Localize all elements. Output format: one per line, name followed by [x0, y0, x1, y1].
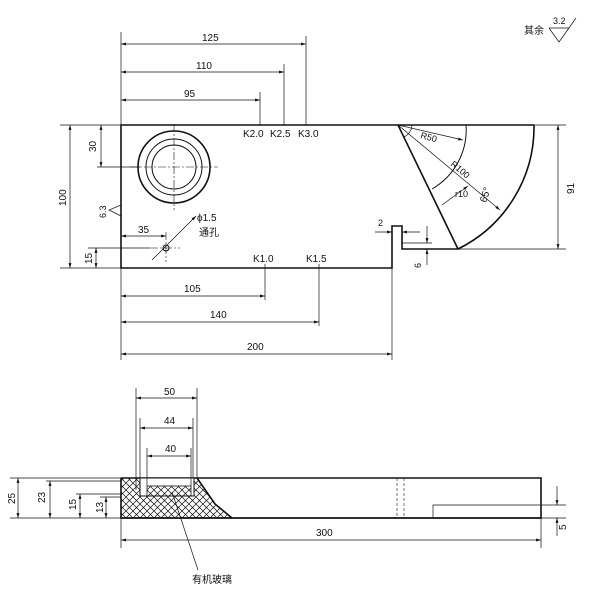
dim-44: 44 [164, 416, 176, 427]
dim-50: 50 [164, 387, 176, 398]
dim-15: 15 [84, 252, 95, 264]
r50-leader [397, 124, 464, 141]
side-notch [432, 504, 541, 518]
hole-diameter-label: ϕ1.5 [197, 213, 217, 224]
k30-label: K3.0 [298, 129, 319, 140]
roughness-symbol-icon [548, 17, 577, 43]
dim-300: 300 [316, 528, 333, 539]
dim-5: 5 [558, 524, 569, 530]
insert-glass [146, 485, 192, 497]
top-view: ϕ1.5 通孔 125 110 95 K2.0 K2.5 K3.0 100 30… [58, 32, 577, 360]
r10-leader [441, 185, 469, 206]
dim-91: 91 [566, 182, 577, 194]
hole-through-label: 通孔 [199, 227, 219, 239]
dim-110: 110 [196, 61, 212, 72]
block-outline [120, 124, 460, 269]
roughness-note: 其余 3.2 [524, 16, 577, 43]
dim-25: 25 [7, 492, 18, 504]
k15-label: K1.5 [306, 254, 327, 265]
dim-200: 200 [247, 342, 264, 353]
roughness-note-value: 3.2 [553, 16, 566, 26]
dim-140: 140 [210, 310, 227, 321]
r10-label: r10 [455, 189, 468, 199]
dim-13: 13 [95, 501, 106, 513]
dim-23: 23 [37, 491, 48, 503]
r10-arc [403, 124, 413, 138]
side-view: 50 44 40 25 23 15 13 300 5 有机玻璃 [7, 387, 569, 586]
dim-2: 2 [378, 218, 383, 228]
r100-leader [397, 124, 501, 211]
dim-30: 30 [88, 140, 99, 152]
material-leader [171, 491, 199, 571]
r100-arc [457, 124, 535, 250]
roughness-note-label: 其余 [524, 24, 544, 37]
dim-6: 6 [413, 263, 423, 268]
r50-label: R50 [419, 130, 438, 144]
dim-35: 35 [138, 225, 150, 236]
dim-125: 125 [202, 33, 219, 44]
dim-100: 100 [58, 189, 69, 206]
material-note: 有机玻璃 [192, 573, 232, 586]
angle-label: 65° [478, 186, 493, 204]
dim-95: 95 [184, 89, 196, 100]
dim-105: 105 [184, 284, 201, 295]
k25-label: K2.5 [270, 129, 291, 140]
dim-40: 40 [165, 444, 177, 455]
r50-arc [431, 124, 467, 190]
k20-label: K2.0 [243, 129, 264, 140]
dim-15-side: 15 [68, 498, 79, 510]
k10-label: K1.0 [253, 254, 274, 265]
hole-leader [151, 215, 197, 261]
roughness-side-icon [108, 204, 122, 217]
roughness-side-value: 6.3 [98, 205, 108, 218]
